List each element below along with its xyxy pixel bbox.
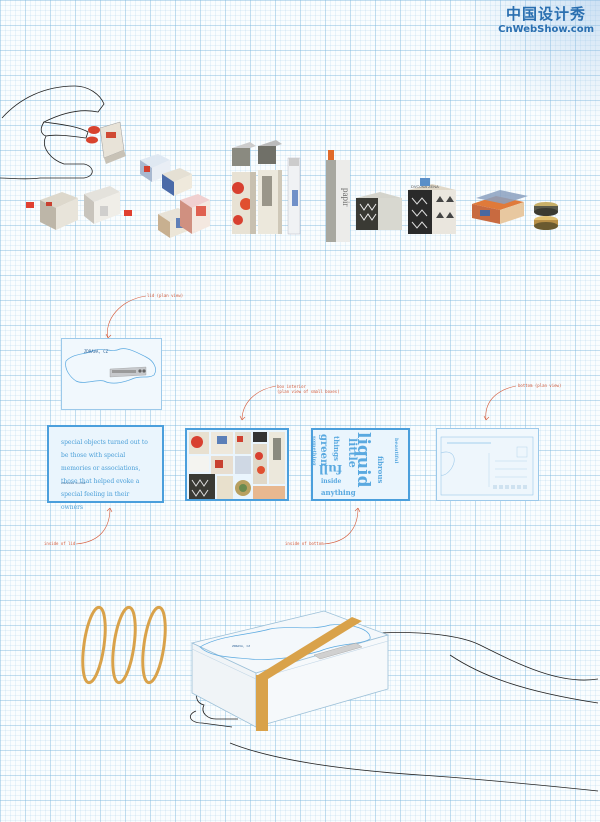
box-group-1: [26, 186, 132, 230]
patterned-boxes: DVOJNA ZENA: [356, 178, 456, 234]
watermark: 中国设计秀 CnWebShow.com: [498, 3, 594, 35]
box-closed: ZDRAVA, CZ: [190, 610, 390, 728]
watermark-en: CnWebShow.com: [498, 24, 594, 35]
box-interior-panel: [185, 428, 289, 501]
lid-plan-view: ZDRAVA, CZ: [61, 338, 162, 410]
lid-panel-signature: stanislav dvořák: [61, 481, 86, 485]
postcard-icon: [440, 436, 534, 496]
box-group-2: [140, 154, 210, 238]
interior-callout-arrow: [239, 385, 277, 421]
corner-glow: [460, 0, 600, 130]
inside-lid-callout-arrow: [75, 507, 113, 545]
word-little: little: [346, 438, 359, 468]
box-map-label: ZDRAVA, CZ: [232, 644, 250, 648]
bottom-plan-view-panel: [436, 428, 539, 501]
callout-bottom-plan-view: bottom (plan view): [518, 383, 562, 388]
lid-callout-arrow: [105, 295, 147, 339]
callout-inside-of-lid: inside of lid: [44, 541, 76, 546]
rubber-band-icon: [81, 605, 167, 685]
hand-outline-icon: [0, 85, 105, 180]
final-box-illustration: ZDRAVA, CZ: [81, 605, 599, 792]
word-full: full: [319, 462, 343, 476]
packet-label: DVOJNA ZENA: [411, 184, 439, 189]
map-outline-icon: [65, 348, 156, 384]
flat-boxes: [472, 190, 528, 224]
inside-of-bottom-panel: liquid little green things full anything…: [311, 428, 410, 501]
held-box: [99, 121, 126, 164]
word-something: something: [311, 436, 317, 466]
box-group-3: [232, 140, 282, 234]
word-inside: inside: [321, 478, 342, 485]
word-fibrous: fibrous: [376, 456, 385, 484]
map-label: ZDRAVA, CZ: [84, 349, 109, 354]
word-things: things: [332, 436, 341, 461]
inside-bottom-callout-arrow: [323, 507, 361, 545]
round-boxes: [534, 202, 558, 230]
tube-box: [287, 157, 301, 235]
word-beautiful: beautiful: [393, 438, 399, 464]
small-boxes-grid: [189, 432, 285, 499]
callout-lid-plan-view: lid (plan view): [147, 293, 184, 298]
bottom-callout-arrow: [483, 385, 517, 421]
callout-inside-of-bottom: inside of bottom: [285, 541, 324, 546]
callout-box-interior-text: box interior (plan view of small boxes): [277, 384, 340, 394]
hand-fingertips: [86, 126, 100, 144]
lid-panel-text: special objects turned out to be those w…: [61, 439, 148, 511]
boxes-illustration: papir DVOJNA ZENA: [0, 85, 558, 242]
watermark-cn: 中国设计秀: [506, 5, 587, 23]
rubber-band-on-box: [256, 617, 362, 731]
word-anything: anything: [321, 488, 356, 497]
svg-text:papir: papir: [341, 188, 351, 207]
inside-of-lid-panel: special objects turned out to be those w…: [47, 425, 164, 511]
tall-box: papir: [326, 150, 351, 242]
callout-box-interior: box interior (plan view of small boxes): [277, 384, 340, 394]
